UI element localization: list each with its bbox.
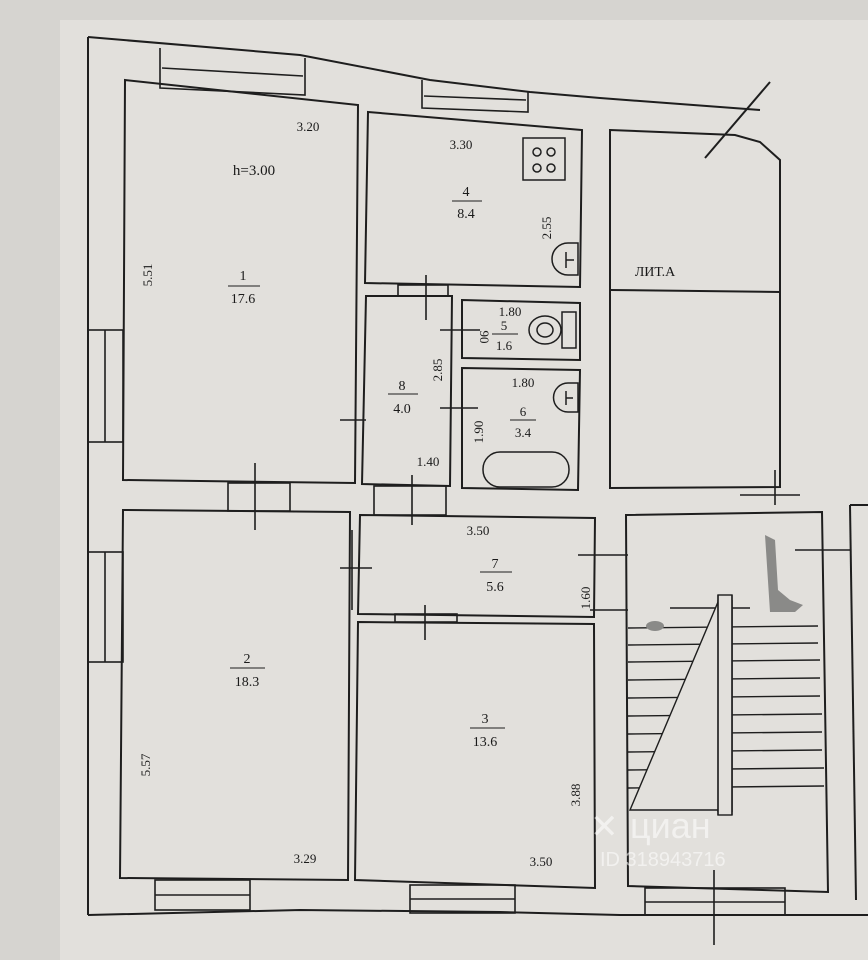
stair-room-outline (624, 510, 830, 894)
room-7-outline (356, 513, 597, 619)
kitchen-sink-icon (551, 242, 579, 276)
dim-r1-height: 5.51 (140, 264, 155, 287)
dim-r7-height: 1.60 (578, 587, 593, 610)
toilet-icon (528, 311, 577, 349)
lit-a-outline (609, 128, 781, 490)
paper-artifacts (646, 535, 803, 631)
bathtub-icon (482, 451, 570, 488)
watermark-id: ID 318943716 (600, 849, 726, 871)
height-note: h=3.00 (233, 163, 275, 179)
lit-a-label: ЛИТ.А (635, 265, 676, 280)
room-3-number: 3 (482, 712, 489, 727)
room-3-outline (353, 620, 597, 890)
room-4-number: 4 (463, 185, 470, 200)
room-3-area: 13.6 (473, 735, 498, 750)
watermark: ✕ циан ID 318943716 (590, 805, 726, 871)
dim-r5-width: 1.80 (499, 304, 522, 319)
watermark-logo-icon: ✕ (590, 808, 619, 846)
room-1-number: 1 (240, 269, 247, 284)
dim-r8-height: 2.85 (430, 359, 445, 382)
dim-r3-height: 3.88 (568, 784, 583, 807)
room-5-outline (461, 298, 581, 362)
stove-icon (522, 137, 566, 181)
dim-r7-width: 3.50 (467, 523, 490, 538)
watermark-brand: циан (630, 805, 711, 846)
room-1-area: 17.6 (231, 292, 256, 307)
dim-r8-width: 1.40 (417, 454, 440, 469)
paper-sheet (60, 20, 868, 960)
dim-r4-height: 2.55 (539, 217, 554, 240)
dim-r2-width: 3.29 (294, 851, 317, 866)
room-7-area: 5.6 (486, 580, 504, 595)
room-5-number: 5 (501, 318, 508, 333)
dim-r2-height: 5.57 (138, 753, 153, 776)
dim-r1-width: 3.20 (297, 119, 320, 134)
room-7-number: 7 (492, 557, 499, 572)
staircase (627, 594, 825, 816)
room-labels: h=3.00 1 17.6 2 18.3 3 13.6 4 8.4 5 1.6 … (228, 163, 676, 750)
windows-top (159, 48, 529, 113)
room-5-area: 1.6 (496, 338, 513, 353)
room-2-number: 2 (244, 652, 251, 667)
room-8-number: 8 (399, 379, 406, 394)
room-6-number: 6 (520, 404, 527, 419)
dim-r6-height: 1.90 (471, 421, 486, 444)
room-4-area: 8.4 (457, 207, 475, 222)
room-1-outline (121, 78, 360, 485)
room-6-outline (461, 366, 582, 492)
room-2-area: 18.3 (235, 675, 260, 690)
room-8-area: 4.0 (393, 402, 411, 417)
room-4-outline (363, 110, 584, 289)
dim-r6-width: 1.80 (512, 375, 535, 390)
dimension-labels: 3.20 5.51 3.30 2.55 1.80 90 1.80 1.90 2.… (138, 119, 593, 869)
bath-sink-icon (552, 382, 579, 413)
room-6-area: 3.4 (515, 425, 532, 440)
dim-r5-height: 90 (477, 331, 492, 344)
dim-r3-width: 3.50 (530, 854, 553, 869)
dim-r4-width: 3.30 (450, 137, 473, 152)
door-marks (227, 275, 850, 945)
